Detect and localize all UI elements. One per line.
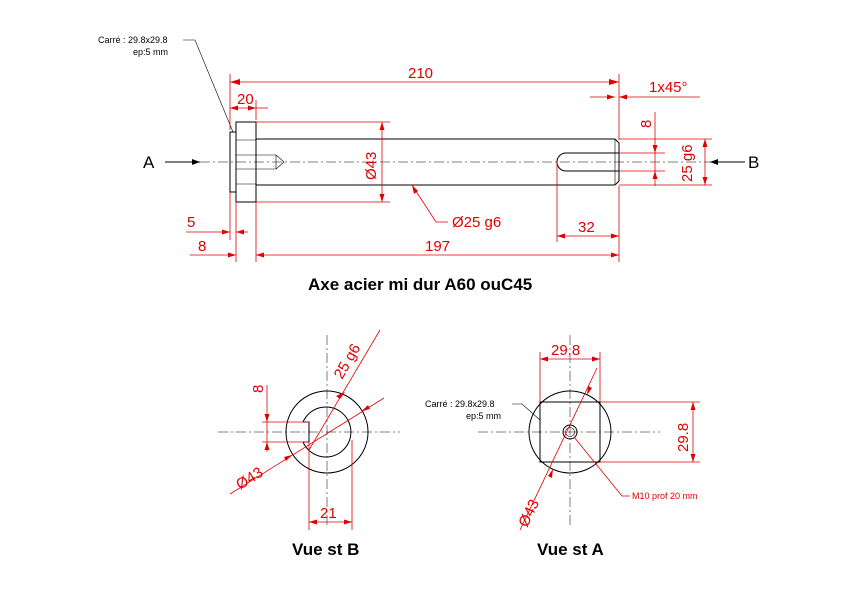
thread-note-leader [573,436,630,497]
dim-arrow [611,252,619,258]
view-b: 8 25 g6 Ø43 21 Vue st B [218,329,400,559]
dim-keyway-width: 8 [638,120,655,128]
dim-shaft-length: 197 [425,238,450,255]
dim-line-43-a [519,367,598,531]
dim-arrow [611,233,619,239]
dim-keyway-length: 32 [578,219,595,236]
dim-arrow [336,392,345,399]
dim-arrow [690,454,696,462]
dim-arrow [652,171,658,179]
dim-a-square-height: 29.8 [675,423,692,452]
dim-arrow [309,519,317,525]
dim-arrow [619,94,627,100]
square-note-leader-a [512,403,541,421]
view-a-thread-core [565,427,575,437]
view-label-a: A [143,153,155,172]
dim-a-square-width: 29.8 [551,342,580,359]
dim-shaft-diameter: Ø25 g6 [452,214,501,231]
dim-arrow [236,229,244,235]
dim-arrow [652,145,658,153]
dim-arrow [702,139,708,147]
shaft-head [235,121,257,203]
dim-arrow [228,252,236,258]
dim-arrow [592,356,600,362]
thread-note: M10 prof 20 mm [632,491,698,501]
dim-arrow [540,356,548,362]
view-a: 29.8 29.8 Ø43 M10 prof 20 mm Carré : 29.… [425,335,700,559]
dim-arrow [412,185,418,194]
dim-arrow [230,105,238,111]
dim-arrow [690,402,696,410]
dim-chamfer: 1x45° [649,79,688,96]
view-b-title: Vue st B [292,540,359,559]
dim-arrow [609,79,619,85]
dim-arrow [256,252,264,258]
dim-b-keyway-depth: 21 [320,505,337,522]
square-note-line2: ep:5 mm [133,47,168,57]
square-note-leader [183,39,234,133]
dim-arrow [548,469,553,478]
dim-arrow [379,194,385,202]
dim-a-head-diameter: Ø43 [515,497,543,530]
dim-total-length: 210 [408,65,433,82]
dim-line-43-b [229,397,385,495]
dim-arrow [230,79,240,85]
dim-arrow [248,105,256,111]
dim-flange-offset: 8 [198,238,206,255]
dim-arrow [379,122,385,130]
square-note-line1: Carré : 29.8x29.8 [98,35,168,45]
dim-arrow [362,405,370,411]
view-a-square-note-line1: Carré : 29.8x29.8 [425,399,495,409]
front-view: A B Carré : 29.8x29.8 ep:5 mm 210 20 1x4… [98,35,759,294]
view-a-title: Vue st A [537,540,604,559]
shaft-dia-leader [411,184,448,223]
view-label-b: B [748,153,759,172]
dim-arrow [344,519,352,525]
dim-arrow [264,414,270,422]
dim-line-25g6-b [308,329,381,451]
dim-head-length: 20 [237,91,254,108]
dim-b-end-diameter: 25 g6 [331,341,364,382]
shaft-chamfered-end [614,138,620,186]
dim-end-diameter: 25 g6 [679,144,696,182]
view-arrow-a-head [192,159,200,165]
view-b-outer-circle [285,390,369,474]
view-a-square-note-line2: ep:5 mm [466,411,501,421]
drawing-title: Axe acier mi dur A60 ouC45 [308,275,532,294]
dim-arrow [587,386,592,395]
dim-square-thickness: 5 [187,214,195,231]
view-a-outer-circle [528,390,612,474]
view-arrow-b-head [710,159,718,165]
dim-arrow [284,455,292,461]
view-b-inner-circle [302,406,352,458]
dim-arrow [222,229,230,235]
dim-head-diameter: Ø43 [363,152,380,180]
dim-arrow [264,442,270,450]
dim-arrow [702,177,708,185]
view-a-square [539,401,601,463]
drill-point [275,154,285,170]
dim-b-keyway-width: 8 [250,385,267,393]
dim-arrow [607,94,615,100]
dim-arrow [557,233,565,239]
